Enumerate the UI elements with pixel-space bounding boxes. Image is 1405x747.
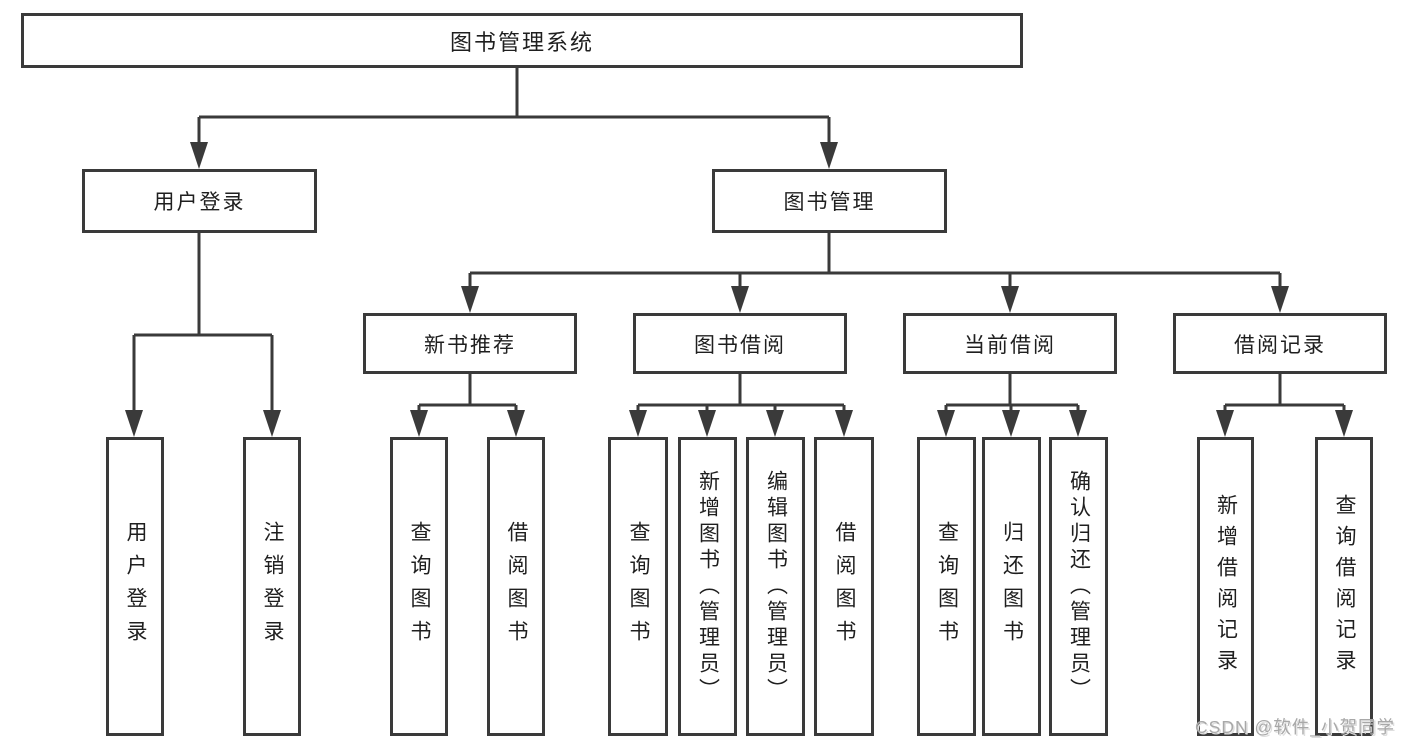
node-leaf-return-book: 归还图书 [982,437,1041,736]
node-label: 新增借阅记录 [1214,493,1238,680]
node-leaf-query-book-2: 查询图书 [608,437,668,736]
node-leaf-logout: 注销登录 [243,437,301,736]
node-leaf-query-borrow-record: 查询借阅记录 [1315,437,1373,736]
node-book-borrow: 图书借阅 [633,313,847,374]
node-current-borrow: 当前借阅 [903,313,1117,374]
node-label: 编辑图书（管理员） [764,469,788,704]
node-user-login: 用户登录 [82,169,317,233]
node-label: 借阅记录 [1234,333,1326,357]
node-leaf-user-login: 用户登录 [106,437,164,736]
node-label: 查询图书 [627,520,650,653]
node-borrow-record: 借阅记录 [1173,313,1387,374]
node-label: 查询图书 [935,520,959,653]
node-label: 归还图书 [1000,520,1024,653]
node-label: 新增图书（管理员） [696,469,720,704]
connector-edges [132,68,1346,413]
csdn-watermark: CSDN @软件_小贺同学 [1195,717,1395,737]
node-label: 当前借阅 [964,333,1056,357]
node-label: 借阅图书 [833,520,856,653]
node-label: 新书推荐 [424,333,516,357]
node-new-book-recommend: 新书推荐 [363,313,577,374]
node-label: 用户登录 [153,191,246,214]
node-leaf-add-book-admin: 新增图书（管理员） [678,437,737,736]
node-label: 图书管理系统 [449,29,594,55]
node-library-system: 图书管理系统 [21,13,1023,68]
node-label: 借阅图书 [505,520,528,653]
node-label: 图书借阅 [694,333,786,357]
node-label: 图书管理 [783,191,876,214]
node-leaf-query-book-1: 查询图书 [390,437,448,736]
node-label: 查询借阅记录 [1333,493,1356,680]
node-leaf-borrow-book-2: 借阅图书 [814,437,874,736]
node-label: 查询图书 [408,520,431,653]
node-leaf-query-book-3: 查询图书 [917,437,976,736]
node-leaf-add-borrow-record: 新增借阅记录 [1197,437,1254,736]
node-leaf-confirm-return-admin: 确认归还（管理员） [1049,437,1108,736]
node-leaf-borrow-book-1: 借阅图书 [487,437,545,736]
node-label: 注销登录 [261,520,284,653]
node-label: 用户登录 [124,520,147,653]
node-book-management: 图书管理 [712,169,947,233]
node-leaf-edit-book-admin: 编辑图书（管理员） [746,437,805,736]
node-label: 确认归还（管理员） [1067,469,1091,704]
connector-arrowheads [125,142,1353,437]
